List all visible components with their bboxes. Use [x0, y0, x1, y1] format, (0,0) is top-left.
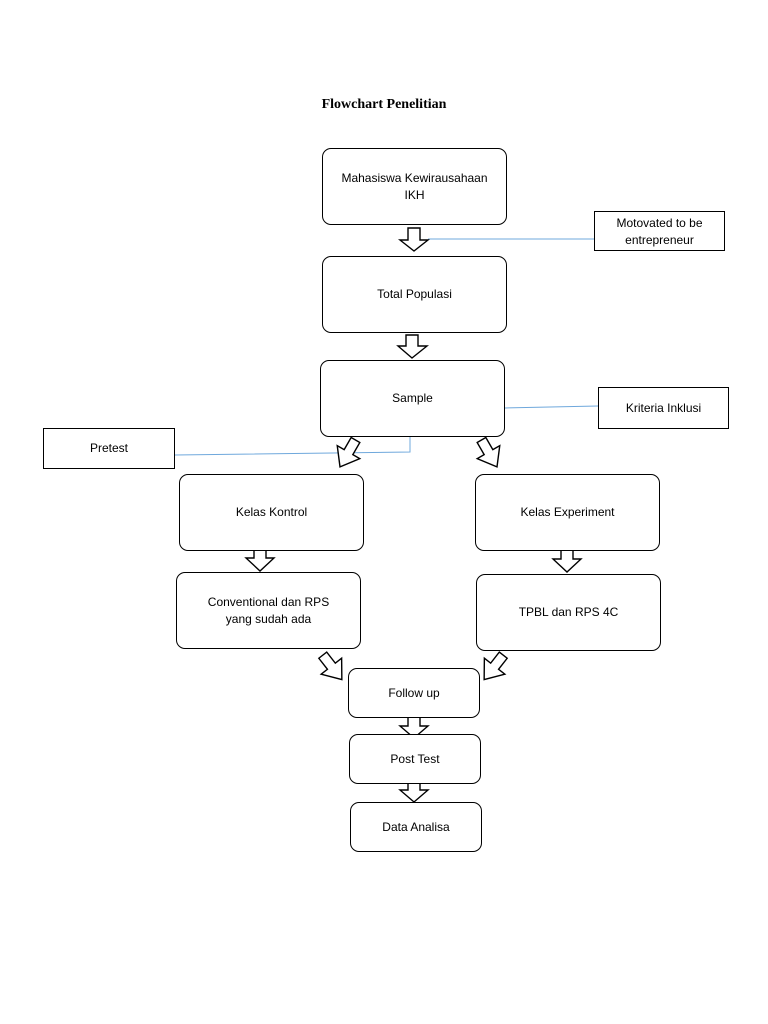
- node-mahasiswa: Mahasiswa Kewirausahaan IKH: [322, 148, 507, 225]
- arrow-populasi-to-sample: [396, 334, 429, 359]
- node-post-test: Post Test: [349, 734, 481, 784]
- node-kelas-kontrol: Kelas Kontrol: [179, 474, 364, 551]
- note-kriteria-inklusi: Kriteria Inklusi: [598, 387, 729, 429]
- node-data-analisa: Data Analisa: [350, 802, 482, 852]
- node-total-populasi: Total Populasi: [322, 256, 507, 333]
- arrow-tpbl-to-followup: [483, 651, 509, 681]
- pretest-connector-line: [174, 437, 411, 456]
- node-sample: Sample: [320, 360, 505, 437]
- kriteria-connector-line: [504, 405, 599, 409]
- note-pretest: Pretest: [43, 428, 175, 469]
- arrow-sample-to-experiment: [475, 436, 501, 468]
- arrow-posttest-to-analisa: [398, 780, 430, 803]
- node-kelas-experiment: Kelas Experiment: [475, 474, 660, 551]
- arrow-kontrol-to-conventional: [244, 547, 276, 572]
- node-follow-up: Follow up: [348, 668, 480, 718]
- node-tpbl: TPBL dan RPS 4C: [476, 574, 661, 651]
- arrow-mahasiswa-to-populasi: [397, 227, 431, 252]
- node-conventional: Conventional dan RPS yang sudah ada: [176, 572, 361, 649]
- arrow-conventional-to-followup: [317, 651, 343, 681]
- arrow-experiment-to-tpbl: [551, 548, 583, 573]
- note-motivated: Motovated to be entrepreneur: [594, 211, 725, 251]
- arrow-sample-to-kontrol: [336, 436, 362, 468]
- flowchart-title: Flowchart Penelitian: [321, 97, 447, 112]
